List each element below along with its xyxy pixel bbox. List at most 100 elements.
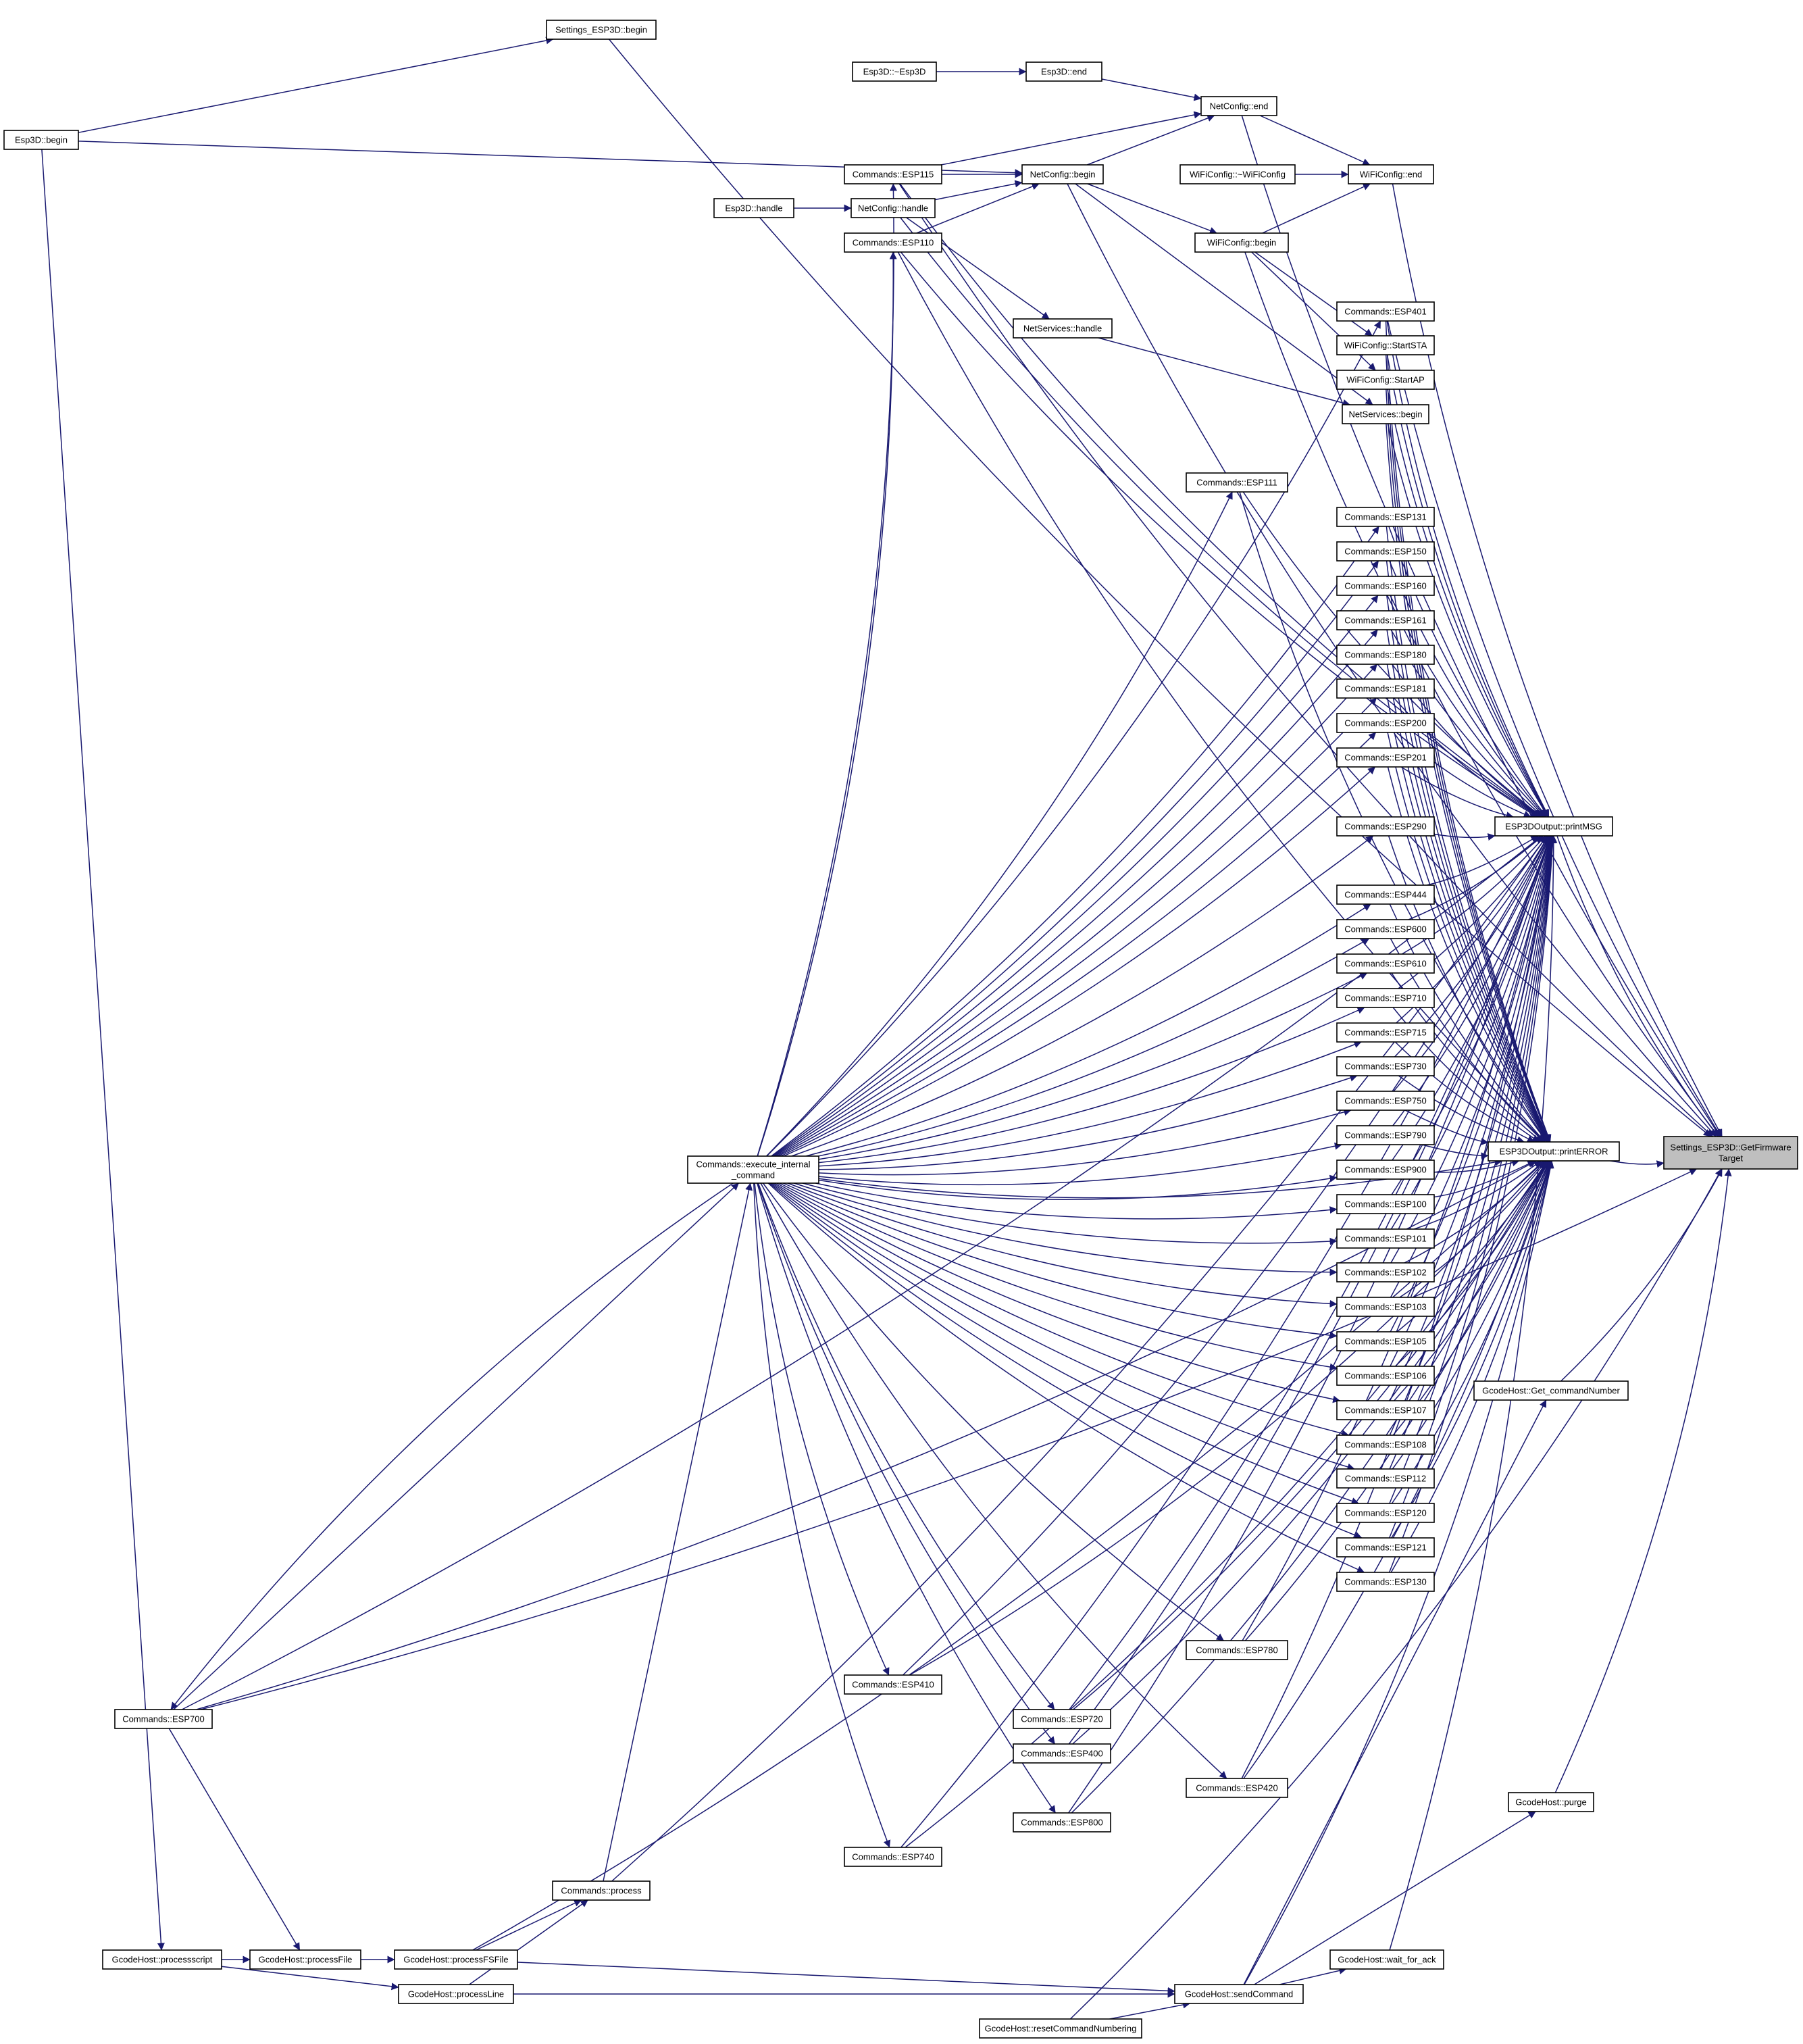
node-esp420[interactable]: Commands::ESP420: [1186, 1778, 1288, 1798]
node-startSTA[interactable]: WiFiConfig::StartSTA: [1336, 335, 1435, 355]
node-box: [1174, 1984, 1304, 2004]
node-esp750[interactable]: Commands::ESP750: [1336, 1091, 1435, 1111]
node-box: [398, 1984, 514, 2004]
node-esp290[interactable]: Commands::ESP290: [1336, 816, 1435, 837]
edge-execInternal-to-esp120: [770, 1182, 1359, 1505]
node-box: [1336, 1366, 1435, 1386]
node-esp800[interactable]: Commands::ESP800: [1013, 1812, 1111, 1833]
edge-esp750-to-printERROR: [1404, 1110, 1489, 1145]
node-esp3dDtor[interactable]: Esp3D::~Esp3D: [852, 61, 937, 82]
node-esp108[interactable]: Commands::ESP108: [1336, 1435, 1435, 1455]
node-esp121[interactable]: Commands::ESP121: [1336, 1537, 1435, 1557]
node-esp200[interactable]: Commands::ESP200: [1336, 713, 1435, 733]
node-sendCommand[interactable]: GcodeHost::sendCommand: [1174, 1984, 1304, 2004]
node-box: [1336, 1160, 1435, 1180]
node-esp100[interactable]: Commands::ESP100: [1336, 1194, 1435, 1214]
node-label: NetConfig::begin: [1030, 170, 1096, 180]
node-process[interactable]: Commands::process: [552, 1880, 651, 1901]
node-esp780[interactable]: Commands::ESP780: [1186, 1640, 1288, 1660]
edge-startSTA-to-printERROR: [1385, 354, 1552, 1143]
node-box: [114, 1709, 213, 1729]
node-esp112[interactable]: Commands::ESP112: [1336, 1468, 1435, 1489]
node-box: [1336, 301, 1435, 322]
edge-esp110-to-printMSG: [900, 251, 1540, 818]
node-processScript[interactable]: GcodeHost::processscript: [102, 1949, 222, 1970]
node-esp790[interactable]: Commands::ESP790: [1336, 1125, 1435, 1145]
node-esp700[interactable]: Commands::ESP700: [114, 1709, 213, 1729]
node-netSrvBegin[interactable]: NetServices::begin: [1342, 404, 1429, 424]
node-esp740[interactable]: Commands::ESP740: [844, 1847, 942, 1867]
node-esp444[interactable]: Commands::ESP444: [1336, 884, 1435, 905]
node-box: [102, 1949, 222, 1970]
edge-execInternal-to-esp106: [779, 1182, 1338, 1371]
node-esp201[interactable]: Commands::ESP201: [1336, 747, 1435, 768]
node-esp715[interactable]: Commands::ESP715: [1336, 1022, 1435, 1043]
node-esp161[interactable]: Commands::ESP161: [1336, 610, 1435, 630]
node-label: Commands::ESP600: [1344, 924, 1426, 934]
node-label: Commands::ESP105: [1344, 1337, 1426, 1347]
node-wifiBegin[interactable]: WiFiConfig::begin: [1194, 232, 1289, 253]
node-esp3dEnd[interactable]: Esp3D::end: [1025, 61, 1102, 82]
node-label: GcodeHost::processFile: [259, 1955, 353, 1965]
node-label: Commands::ESP150: [1344, 547, 1426, 557]
edge-esp800-to-printERROR: [1071, 1160, 1550, 1814]
node-esp160[interactable]: Commands::ESP160: [1336, 576, 1435, 596]
node-esp115[interactable]: Commands::ESP115: [844, 164, 942, 184]
node-printERROR[interactable]: ESP3DOutput::printERROR: [1488, 1141, 1620, 1162]
node-esp3dHandle[interactable]: Esp3D::handle: [713, 198, 794, 218]
node-esp131[interactable]: Commands::ESP131: [1336, 507, 1435, 527]
node-waitForAck[interactable]: GcodeHost::wait_for_ack: [1329, 1949, 1444, 1970]
edge-netEnd-to-wifiEnd: [1259, 115, 1371, 166]
node-esp105[interactable]: Commands::ESP105: [1336, 1331, 1435, 1351]
node-execInternal[interactable]: Commands::execute_internal_command: [687, 1155, 819, 1184]
edge-processScript-to-processLine: [221, 1966, 399, 1991]
node-netSrvHandle[interactable]: NetServices::handle: [1013, 318, 1113, 339]
node-resetCmdNum[interactable]: GcodeHost::resetCommandNumbering: [979, 2018, 1142, 2039]
node-getCmdNum[interactable]: GcodeHost::Get_commandNumber: [1473, 1380, 1629, 1401]
node-esp730[interactable]: Commands::ESP730: [1336, 1056, 1435, 1076]
node-esp181[interactable]: Commands::ESP181: [1336, 678, 1435, 699]
node-esp710[interactable]: Commands::ESP710: [1336, 988, 1435, 1008]
node-esp101[interactable]: Commands::ESP101: [1336, 1228, 1435, 1249]
node-label: GcodeHost::processFSFile: [403, 1955, 508, 1965]
node-esp130[interactable]: Commands::ESP130: [1336, 1572, 1435, 1592]
node-esp610[interactable]: Commands::ESP610: [1336, 953, 1435, 974]
node-esp150[interactable]: Commands::ESP150: [1336, 541, 1435, 562]
node-wifiEnd[interactable]: WiFiConfig::end: [1348, 164, 1434, 184]
node-esp107[interactable]: Commands::ESP107: [1336, 1400, 1435, 1420]
node-esp111[interactable]: Commands::ESP111: [1186, 472, 1288, 493]
node-box: [1336, 884, 1435, 905]
node-esp120[interactable]: Commands::ESP120: [1336, 1503, 1435, 1523]
node-purge[interactable]: GcodeHost::purge: [1508, 1792, 1594, 1812]
node-wifiDtor[interactable]: WiFiConfig::~WiFiConfig: [1179, 164, 1296, 184]
node-esp720[interactable]: Commands::ESP720: [1013, 1709, 1111, 1729]
node-startAP[interactable]: WiFiConfig::StartAP: [1336, 370, 1435, 390]
node-box: [1329, 1949, 1444, 1970]
node-esp180[interactable]: Commands::ESP180: [1336, 645, 1435, 665]
edge-execInternal-to-esp600: [818, 938, 1370, 1157]
node-box: [1336, 1468, 1435, 1489]
node-settingsBegin[interactable]: Settings_ESP3D::begin: [546, 20, 657, 40]
edge-execInternal-to-esp130: [767, 1182, 1365, 1573]
edge-sendCommand-to-getCmdNum: [1243, 1399, 1547, 1985]
node-esp400[interactable]: Commands::ESP400: [1013, 1743, 1111, 1764]
node-esp103[interactable]: Commands::ESP103: [1336, 1297, 1435, 1317]
node-esp3dBegin[interactable]: Esp3D::begin: [3, 130, 79, 150]
node-netEnd[interactable]: NetConfig::end: [1200, 96, 1277, 116]
node-esp600[interactable]: Commands::ESP600: [1336, 919, 1435, 939]
node-netBegin[interactable]: NetConfig::begin: [1021, 164, 1104, 184]
node-processFSFile[interactable]: GcodeHost::processFSFile: [394, 1949, 518, 1970]
edge-esp700-to-printMSG: [182, 835, 1542, 1710]
node-esp110[interactable]: Commands::ESP110: [844, 232, 942, 253]
node-processLine[interactable]: GcodeHost::processLine: [398, 1984, 514, 2004]
node-esp900[interactable]: Commands::ESP900: [1336, 1160, 1435, 1180]
edge-esp102-to-printERROR: [1404, 1160, 1545, 1264]
node-esp102[interactable]: Commands::ESP102: [1336, 1262, 1435, 1282]
node-processFile[interactable]: GcodeHost::processFile: [249, 1949, 361, 1970]
node-printMSG[interactable]: ESP3DOutput::printMSG: [1494, 816, 1613, 837]
node-esp410[interactable]: Commands::ESP410: [844, 1674, 942, 1695]
node-esp401[interactable]: Commands::ESP401: [1336, 301, 1435, 322]
node-netHandle[interactable]: NetConfig::handle: [850, 198, 936, 218]
node-esp106[interactable]: Commands::ESP106: [1336, 1366, 1435, 1386]
